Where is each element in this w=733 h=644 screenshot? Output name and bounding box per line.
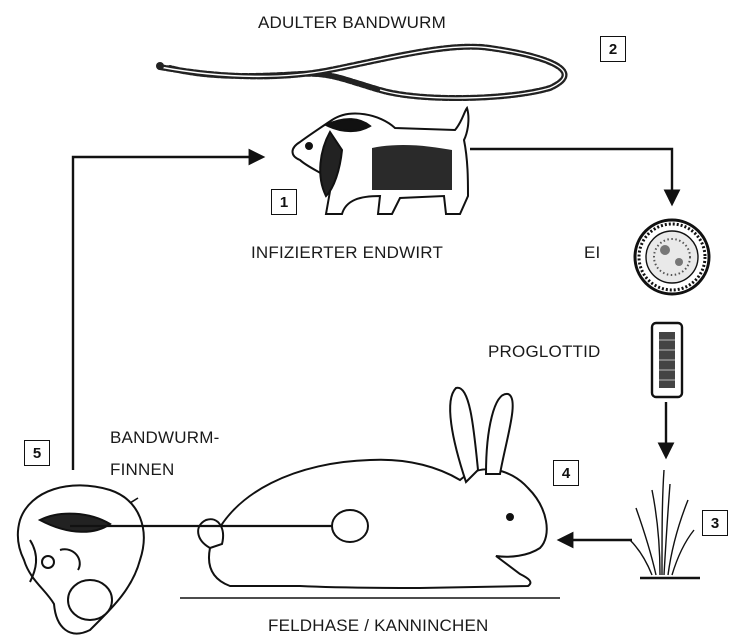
step-3-badge: 3 (702, 510, 728, 536)
grass-icon (630, 470, 700, 578)
step-5-badge: 5 (24, 440, 50, 466)
dog-icon (293, 108, 469, 214)
step-2-badge: 2 (600, 36, 626, 62)
rabbit-icon (180, 388, 560, 598)
arrow-host-to-egg (470, 149, 672, 203)
adult-tapeworm-icon (156, 47, 565, 98)
label-egg: EI (584, 243, 600, 263)
label-intermediate-host: FELDHASE / KANNINCHEN (268, 616, 489, 636)
label-cysts-line1: BANDWURM- (110, 428, 219, 448)
label-proglottid: PROGLOTTID (488, 342, 601, 362)
label-infected-host: INFIZIERTER ENDWIRT (251, 243, 443, 263)
proglottid-icon (652, 323, 682, 397)
step-1-badge: 1 (271, 189, 297, 215)
liver-with-cysts-icon (18, 485, 144, 633)
label-adult-tapeworm: ADULTER BANDWURM (258, 13, 446, 33)
egg-icon (635, 220, 709, 294)
arrow-cyst-to-host (73, 157, 262, 470)
label-cysts-line2: FINNEN (110, 460, 174, 480)
step-4-badge: 4 (553, 460, 579, 486)
